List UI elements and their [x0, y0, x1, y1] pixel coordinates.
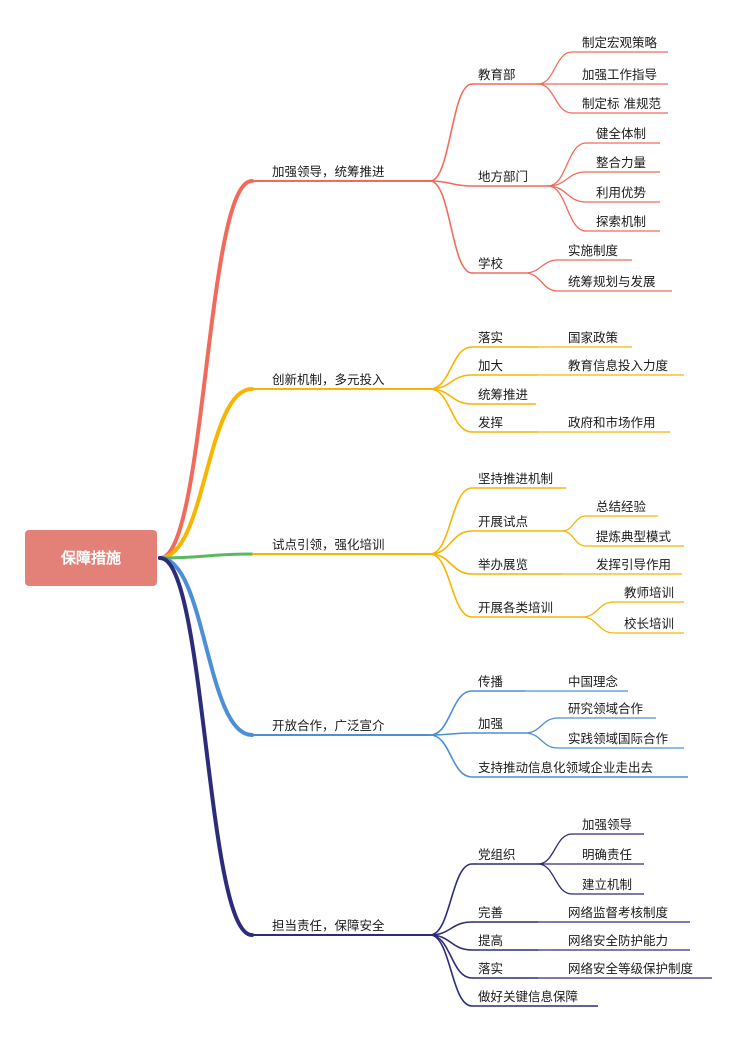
leaf-connector	[561, 515, 587, 532]
child-label[interactable]: 学校	[478, 256, 504, 271]
branch-connector	[158, 552, 254, 560]
leaf-connector	[537, 863, 573, 895]
leaf-connector	[547, 171, 587, 187]
leaf-label[interactable]: 制定宏观策略	[582, 35, 658, 50]
leaf-label[interactable]: 总结经验	[596, 499, 647, 514]
leaf-label[interactable]: 利用优势	[596, 185, 647, 200]
child-connector	[429, 180, 473, 187]
leaf-label[interactable]: 整合力量	[596, 155, 646, 170]
leaf-label[interactable]: 统筹规划与发展	[568, 274, 656, 289]
leaf-label[interactable]: 研究领域合作	[568, 701, 644, 716]
leaf-connector	[537, 833, 573, 865]
leaf-label[interactable]: 教育信息投入力度	[568, 358, 669, 373]
leaf-label[interactable]: 加强领导	[582, 817, 632, 832]
leaf-label[interactable]: 发挥引导作用	[596, 557, 671, 572]
branch-label[interactable]: 加强领导，统筹推进	[272, 164, 385, 179]
leaf-label[interactable]: 中国理念	[568, 674, 619, 689]
leaf-connector	[537, 51, 573, 85]
branch-label[interactable]: 试点引领，强化培训	[272, 537, 385, 552]
child-label[interactable]: 完善	[478, 905, 503, 920]
child-connector	[429, 863, 473, 936]
leaf-label[interactable]: 政府和市场作用	[568, 415, 656, 430]
child-connector	[429, 934, 473, 1007]
leaf-connector	[547, 185, 587, 203]
root-node-label: 保障措施	[60, 549, 121, 567]
child-connector	[429, 388, 473, 433]
leaf-label[interactable]: 国家政策	[568, 330, 619, 345]
leaf-connector	[524, 259, 559, 274]
child-connector	[429, 530, 473, 555]
child-connector	[429, 487, 473, 555]
leaf-label[interactable]: 明确责任	[582, 847, 632, 862]
branch-label[interactable]: 担当责任，保障安全	[272, 918, 385, 933]
branch-connector	[158, 556, 254, 937]
child-label[interactable]: 地方部门	[478, 169, 528, 184]
child-label[interactable]: 举办展览	[478, 557, 528, 572]
child-label[interactable]: 支持推动信息化领域企业走出去	[478, 760, 653, 775]
branch-connector	[158, 179, 254, 560]
leaf-label[interactable]: 健全体制	[596, 126, 646, 141]
child-label[interactable]: 加大	[478, 358, 503, 373]
child-label[interactable]: 传播	[478, 674, 504, 689]
leaf-label[interactable]: 制定标 准规范	[582, 96, 661, 111]
leaf-connector	[581, 601, 615, 618]
leaf-label[interactable]: 探索机制	[596, 214, 646, 229]
leaf-label[interactable]: 实践领域国际合作	[568, 731, 669, 746]
child-label[interactable]: 发挥	[478, 415, 503, 430]
branch-label[interactable]: 开放合作，广泛宣介	[272, 718, 385, 733]
leaf-label[interactable]: 建立机制	[582, 877, 632, 892]
leaf-label[interactable]: 实施制度	[568, 243, 619, 258]
leaf-connector	[537, 83, 573, 114]
root-node[interactable]: 保障措施	[25, 530, 157, 586]
child-label[interactable]: 提高	[478, 933, 503, 948]
branch-connector	[158, 387, 254, 560]
child-connector	[429, 180, 473, 274]
leaf-connector	[524, 732, 559, 749]
leaf-label[interactable]: 网络安全防护能力	[568, 933, 668, 948]
child-label[interactable]: 开展各类培训	[478, 600, 553, 615]
child-label[interactable]: 坚持推进机制	[478, 471, 553, 486]
leaf-connector	[581, 616, 615, 634]
leaf-label[interactable]: 教师培训	[624, 585, 674, 600]
child-connector	[429, 553, 473, 618]
leaf-connector	[547, 142, 587, 187]
child-connector	[429, 690, 473, 736]
leaf-connector	[561, 530, 587, 547]
child-label[interactable]: 做好关键信息保障	[478, 989, 578, 1004]
child-label[interactable]: 开展试点	[478, 514, 528, 529]
leaf-label[interactable]: 校长培训	[624, 616, 674, 631]
leaf-label[interactable]: 提炼典型模式	[596, 529, 672, 544]
child-label[interactable]: 教育部	[478, 67, 516, 82]
branch-connector	[158, 556, 254, 737]
child-label[interactable]: 落实	[478, 330, 503, 345]
child-connector	[429, 83, 473, 182]
child-label[interactable]: 落实	[478, 961, 503, 976]
leaf-label[interactable]: 加强工作指导	[582, 67, 657, 82]
leaf-connector	[524, 717, 559, 734]
branch-label[interactable]: 创新机制，多元投入	[272, 372, 385, 387]
leaf-connector	[547, 185, 587, 232]
leaf-connector	[524, 272, 559, 292]
child-label[interactable]: 党组织	[478, 847, 516, 862]
child-label[interactable]: 统筹推进	[478, 387, 529, 402]
leaf-label[interactable]: 网络安全等级保护制度	[568, 961, 694, 976]
child-connector	[429, 734, 473, 778]
child-label[interactable]: 加强	[478, 716, 504, 731]
leaf-label[interactable]: 网络监督考核制度	[568, 905, 669, 920]
